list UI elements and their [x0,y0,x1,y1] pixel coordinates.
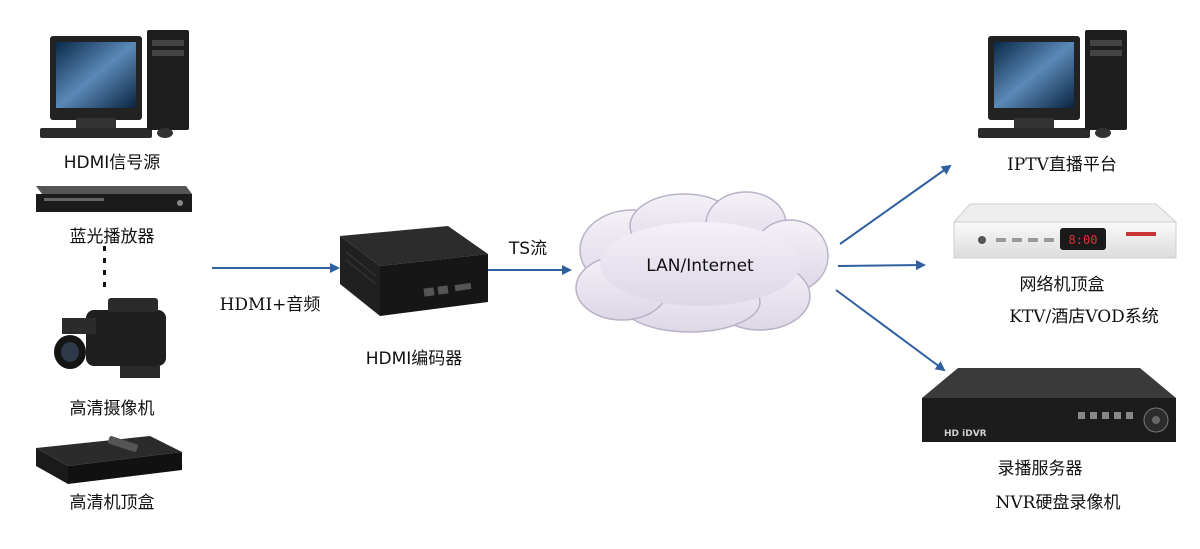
ts-stream-label: TS流 [508,239,548,259]
blu-ray-player-icon [36,186,192,212]
arrow-cloud-to-iptv [839,164,952,245]
dvr-brand: HD iDVR [944,429,987,439]
arrow-cloud-to-stb [837,260,926,271]
arrow-cloud-to-nvr [835,289,946,372]
target-label-ktv: KTV/酒店VOD系统 [1009,307,1159,327]
target-label-stb: 网络机顶盒 [1019,275,1105,295]
camcorder-icon [54,298,166,378]
source-label-camera: 高清摄像机 [69,399,155,419]
network-cloud-icon [575,191,829,333]
source-label-hdmi: HDMI信号源 [63,153,161,173]
source-label-bluray: 蓝光播放器 [69,227,155,247]
cloud-label: LAN/Internet [646,256,754,276]
target-label-nvr-sub: NVR硬盘录像机 [995,493,1121,513]
network-set-top-box-icon: 8:00 [952,203,1178,259]
stb-display: 8:00 [1069,233,1098,247]
source-label-stb: 高清机顶盒 [69,493,155,513]
hdmi-encoder-icon [340,226,488,316]
desktop-computer-icon [40,30,189,138]
dvr-recorder-icon: HD iDVR [922,368,1176,442]
target-label-nvr: 录播服务器 [997,459,1083,479]
desktop-computer-icon [978,30,1127,138]
link-in-label: HDMI+音频 [219,295,321,315]
vertical-ellipsis [103,246,106,287]
target-label-iptv: IPTV直播平台 [1007,155,1117,175]
encoder-label: HDMI编码器 [365,349,463,369]
set-top-box-icon [36,436,182,484]
